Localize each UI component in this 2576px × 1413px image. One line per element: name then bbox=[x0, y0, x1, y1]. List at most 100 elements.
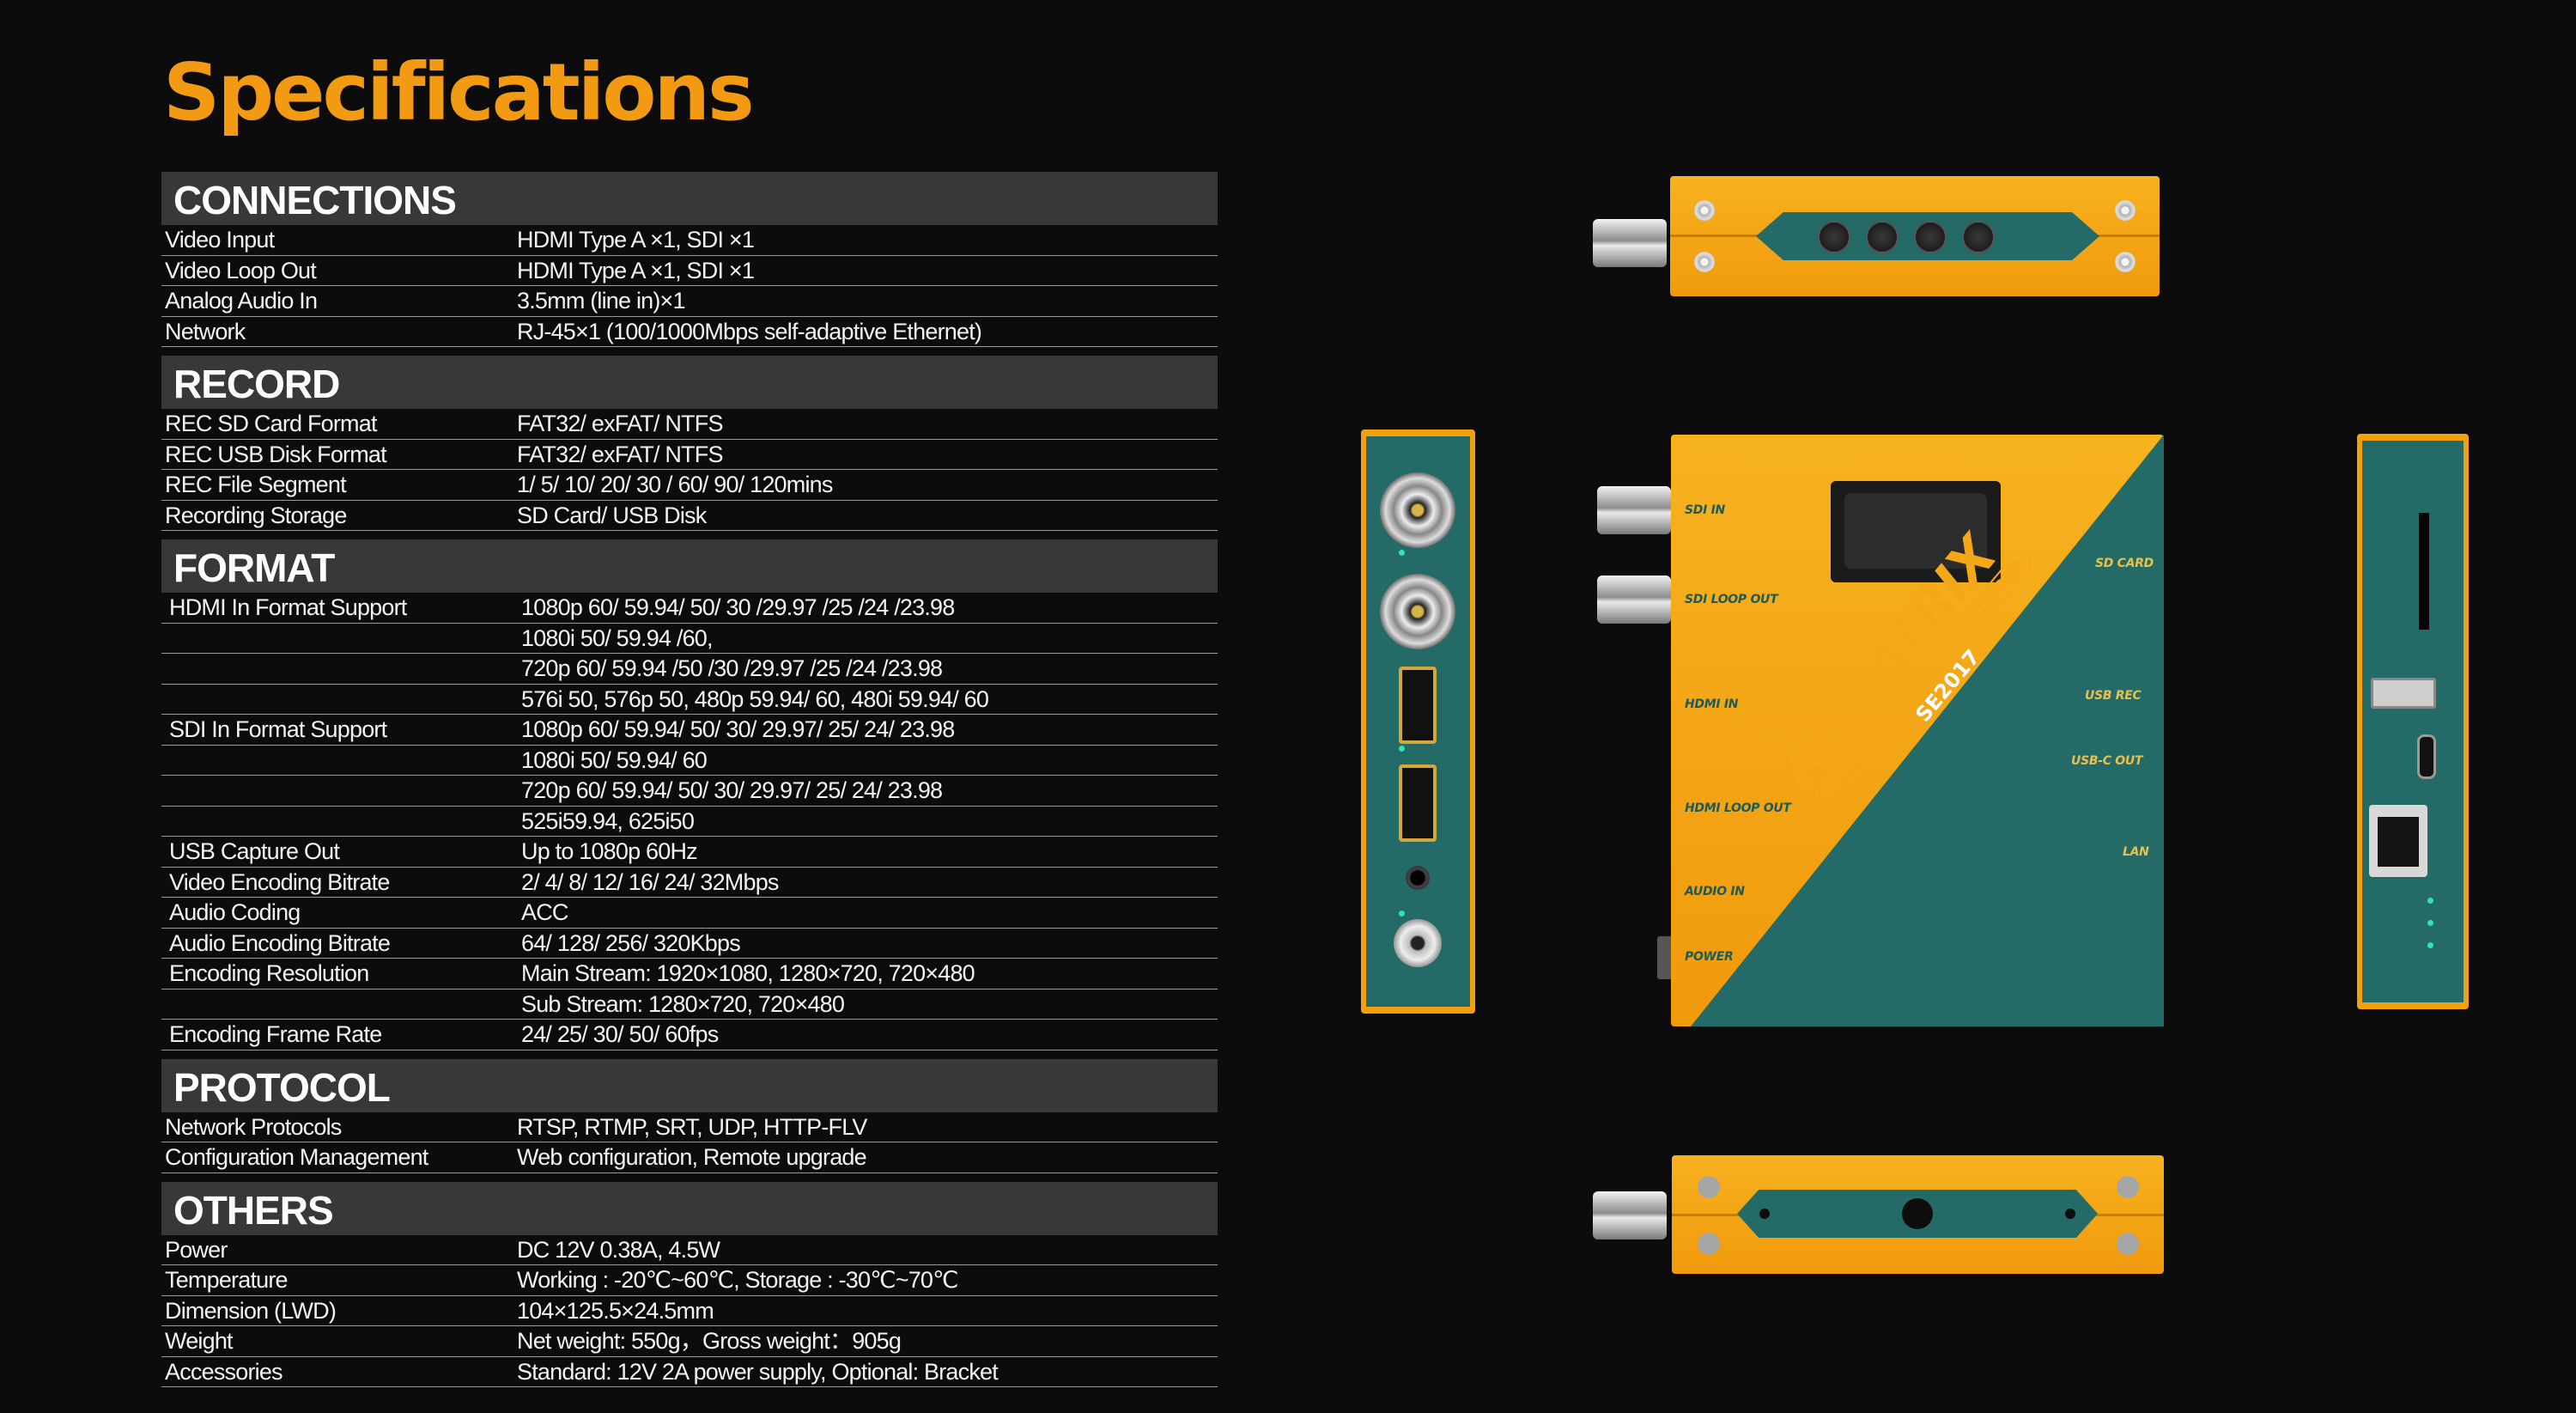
spec-value: 104×125.5×24.5mm bbox=[517, 1297, 714, 1324]
spec-label: USB Capture Out bbox=[169, 838, 340, 864]
port-label-sd-card: SD CARD bbox=[2095, 557, 2154, 570]
bnc-port-icon bbox=[1380, 472, 1455, 548]
spec-value: 2/ 4/ 8/ 12/ 16/ 24/ 32Mbps bbox=[521, 868, 779, 895]
mount-hole-icon bbox=[1902, 1198, 1933, 1229]
spec-value: 525i59.94, 625i50 bbox=[521, 807, 695, 834]
screw-icon bbox=[1694, 200, 1715, 221]
section-header: OTHERS bbox=[161, 1181, 1218, 1235]
spec-value: Net weight: 550g，Gross weight：905g bbox=[517, 1328, 902, 1354]
spec-label: Encoding Frame Rate bbox=[169, 1021, 382, 1047]
spec-row: 720p 60/ 59.94 /50 /30 /29.97 /25 /24 /2… bbox=[161, 654, 1218, 685]
spec-value: Up to 1080p 60Hz bbox=[521, 838, 698, 864]
spec-row: Encoding Frame Rate 24/ 25/ 30/ 50/ 60fps bbox=[161, 1020, 1218, 1051]
port-label-hdmi-in: HDMI IN bbox=[1685, 697, 1739, 711]
spec-value: 1080i 50/ 59.94/ 60 bbox=[521, 746, 708, 773]
bnc-connector-icon bbox=[1597, 486, 1671, 534]
section-header: PROTOCOL bbox=[161, 1058, 1218, 1112]
port-label-sdi-loop-out: SDI LOOP OUT bbox=[1685, 593, 1778, 606]
spec-label: Network Protocols bbox=[165, 1113, 342, 1140]
spec-value: Web configuration, Remote upgrade bbox=[517, 1144, 867, 1170]
screw-icon bbox=[1694, 252, 1715, 272]
spec-label bbox=[161, 685, 521, 715]
control-button-icon bbox=[1962, 221, 1995, 253]
bnc-connector-icon bbox=[1593, 219, 1667, 267]
bnc-connector-icon bbox=[1593, 1191, 1667, 1239]
spec-row: Audio Coding ACC bbox=[161, 898, 1218, 929]
spec-value: ACC bbox=[521, 899, 568, 925]
spec-label: Encoding Resolution bbox=[169, 960, 369, 986]
port-label-usb-rec: USB REC bbox=[2085, 689, 2142, 703]
spec-value: Standard: 12V 2A power supply, Optional:… bbox=[517, 1358, 999, 1385]
spec-label: Video Loop Out bbox=[165, 257, 317, 283]
spec-row: USB Capture Out Up to 1080p 60Hz bbox=[161, 837, 1218, 868]
port-label-hdmi-loop-out: HDMI LOOP OUT bbox=[1685, 801, 1791, 815]
spec-label: Analog Audio In bbox=[165, 288, 318, 314]
spec-label: Audio Encoding Bitrate bbox=[169, 929, 391, 956]
spec-value: Sub Stream: 1280×720, 720×480 bbox=[521, 990, 845, 1017]
spec-label: Temperature bbox=[165, 1267, 289, 1293]
device-right-view bbox=[2357, 434, 2469, 1009]
screw-icon bbox=[2115, 252, 2136, 272]
spec-label: REC File Segment bbox=[165, 472, 347, 497]
spec-value: 720p 60/ 59.94/ 50/ 30/ 29.97/ 25/ 24/ 2… bbox=[521, 777, 943, 803]
spec-value: DC 12V 0.38A, 4.5W bbox=[517, 1236, 720, 1263]
spec-value: 24/ 25/ 30/ 50/ 60fps bbox=[521, 1021, 719, 1047]
spec-value: Main Stream: 1920×1080, 1280×720, 720×48… bbox=[521, 960, 975, 986]
spec-value: SD Card/ USB Disk bbox=[517, 502, 707, 528]
spec-label bbox=[161, 990, 521, 1020]
screw-icon bbox=[2115, 200, 2136, 221]
spec-label bbox=[161, 807, 521, 837]
spec-label: Video Input bbox=[165, 227, 275, 253]
spec-value: 1080i 50/ 59.94 /60, bbox=[521, 624, 714, 651]
bnc-connector-icon bbox=[1597, 576, 1671, 624]
audio-jack-icon bbox=[1406, 866, 1430, 890]
device-top-view bbox=[1593, 176, 2160, 296]
port-label-usb-c-out: USB-C OUT bbox=[2071, 754, 2143, 768]
spec-row: 1080i 50/ 59.94 /60, bbox=[161, 624, 1218, 654]
device-front-view: SDI IN SDI LOOP OUT HDMI IN HDMI LOOP OU… bbox=[1589, 429, 2164, 1026]
port-label-lan: LAN bbox=[2123, 845, 2149, 859]
spec-value: RJ-45×1 (100/1000Mbps self-adaptive Ethe… bbox=[517, 318, 982, 344]
control-button-icon bbox=[1914, 221, 1947, 253]
hdmi-port-icon bbox=[1399, 667, 1437, 744]
spec-value: FAT32/ exFAT/ NTFS bbox=[517, 441, 723, 467]
spec-row: 1080i 50/ 59.94/ 60 bbox=[161, 746, 1218, 776]
spec-row: REC File Segment 1/ 5/ 10/ 20/ 30 / 60/ 9… bbox=[161, 470, 1218, 501]
power-connector-icon bbox=[1657, 936, 1674, 979]
spec-label: HDMI In Format Support bbox=[169, 594, 407, 620]
spec-label: REC SD Card Format bbox=[165, 411, 377, 436]
spec-label bbox=[161, 624, 521, 654]
usb-c-port-icon bbox=[2417, 734, 2436, 779]
page-title: Specifications bbox=[163, 46, 755, 138]
spec-row: Audio Encoding Bitrate 64/ 128/ 256/ 320K… bbox=[161, 929, 1218, 959]
spec-value: 1/ 5/ 10/ 20/ 30 / 60/ 90/ 120mins bbox=[517, 472, 833, 497]
spec-label: SDI In Format Support bbox=[169, 716, 387, 742]
spec-label: Dimension (LWD) bbox=[165, 1297, 337, 1324]
device-bottom-view bbox=[1593, 1155, 2164, 1274]
spec-row: Dimension (LWD) 104×125.5×24.5mm bbox=[161, 1296, 1218, 1326]
spec-value: 576i 50, 576p 50, 480p 59.94/ 60, 480i 5… bbox=[521, 685, 989, 712]
spec-value: 64/ 128/ 256/ 320Kbps bbox=[521, 929, 741, 956]
spec-label: Weight bbox=[165, 1328, 234, 1354]
spec-row: Weight Net weight: 550g，Gross weight：905g bbox=[161, 1326, 1218, 1357]
spec-label: Network bbox=[165, 318, 246, 344]
spec-row: 720p 60/ 59.94/ 50/ 30/ 29.97/ 25/ 24/ 2… bbox=[161, 776, 1218, 807]
spec-label: Audio Coding bbox=[169, 899, 301, 925]
hdmi-port-icon bbox=[1399, 764, 1437, 842]
port-label-audio-in: AUDIO IN bbox=[1685, 885, 1745, 898]
